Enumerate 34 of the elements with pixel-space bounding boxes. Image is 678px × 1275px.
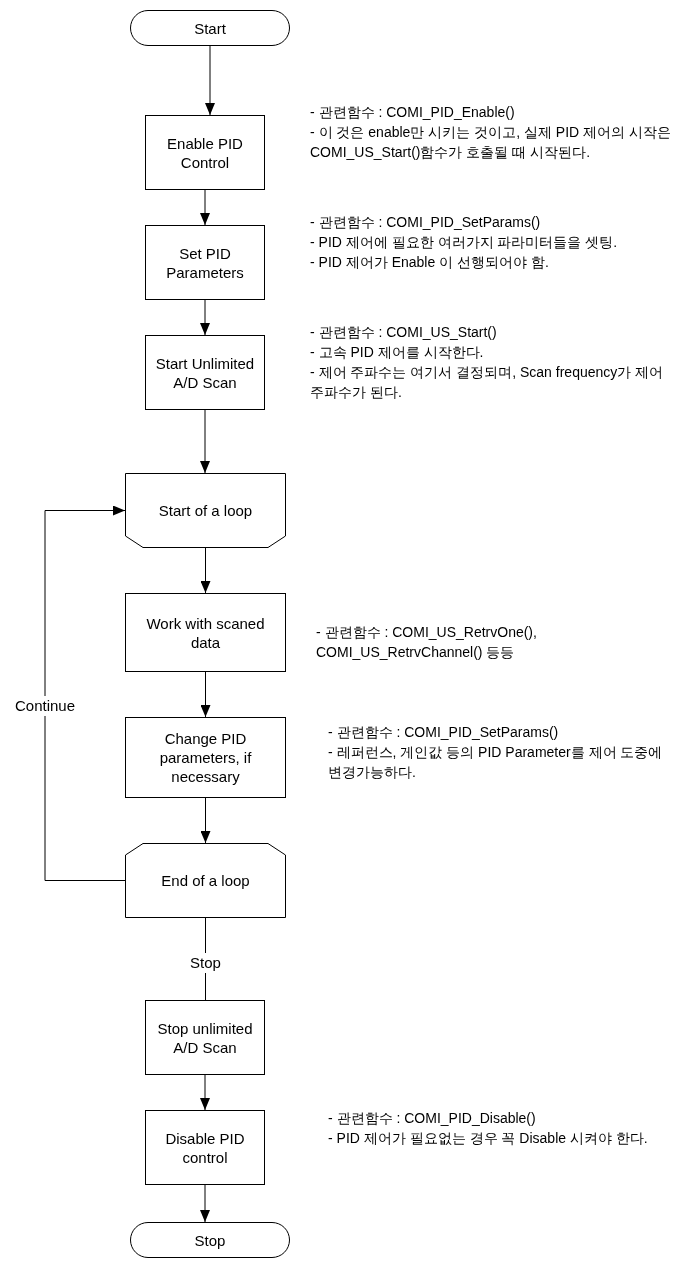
annotation-text: - 관련함수 : COMI_US_RetrvOne(), COMI_US_RetrvChannel() 등등 xyxy=(316,623,538,662)
arrow xyxy=(200,671,211,718)
annotation-text: - 관련함수 : COMI_PID_Disable() xyxy=(328,1109,537,1128)
arrow xyxy=(44,505,126,881)
annotation-text: - PID 제어가 Enable 이 선행되어야 함. xyxy=(310,253,550,272)
annotation-text: - 이 것은 enable만 시키는 것이고, 실제 PID 제어의 시작은 COMI_US_Start()함수가 호출될 때 시작된다. xyxy=(310,123,672,162)
annotation-text: - 관련함수 : COMI_US_Start() xyxy=(310,323,498,342)
process-box: Set PID Parameters xyxy=(145,225,265,300)
annotation-text: - 관련함수 : COMI_PID_SetParams() xyxy=(310,213,542,232)
annotation-text: - PID 제어에 필요한 여러가지 파라미터들을 셋팅. xyxy=(310,233,619,252)
annotation-text: - 레퍼런스, 게인값 등의 PID Parameter를 제어 도중에 변경가능하다. xyxy=(328,743,664,782)
loop-end-shape: End of a loop xyxy=(125,843,286,918)
annotation-text: - 관련함수 : COMI_PID_SetParams() xyxy=(328,723,560,742)
arrow xyxy=(200,189,210,226)
annotation-text: - 고속 PID 제어를 시작한다. xyxy=(310,343,485,362)
loop-start-shape: Start of a loop xyxy=(125,473,286,548)
arrow xyxy=(200,299,210,336)
edge-label: Continue xyxy=(13,695,77,716)
arrow xyxy=(200,1074,210,1111)
process-box: Change PID parameters, if necessary xyxy=(125,717,286,798)
process-box: Start Unlimited A/D Scan xyxy=(145,335,265,410)
arrow xyxy=(200,547,211,594)
edge-label: Stop xyxy=(188,953,223,973)
annotation-text: - PID 제어가 필요없는 경우 꼭 Disable 시켜야 한다. xyxy=(328,1129,649,1148)
annotation-text: - 제어 주파수는 여기서 결정되며, Scan frequency가 제어 주파수가 된다. xyxy=(310,363,665,402)
arrow xyxy=(200,1184,210,1223)
arrow xyxy=(200,797,211,844)
annotation-text: - 관련함수 : COMI_PID_Enable() xyxy=(310,103,516,122)
process-box: Stop unlimited A/D Scan xyxy=(145,1000,265,1075)
process-box: Work with scaned data xyxy=(125,593,286,672)
process-box: Disable PID control xyxy=(145,1110,265,1185)
arrow xyxy=(200,409,210,474)
arrow xyxy=(205,45,215,116)
process-box: Enable PID Control xyxy=(145,115,265,190)
